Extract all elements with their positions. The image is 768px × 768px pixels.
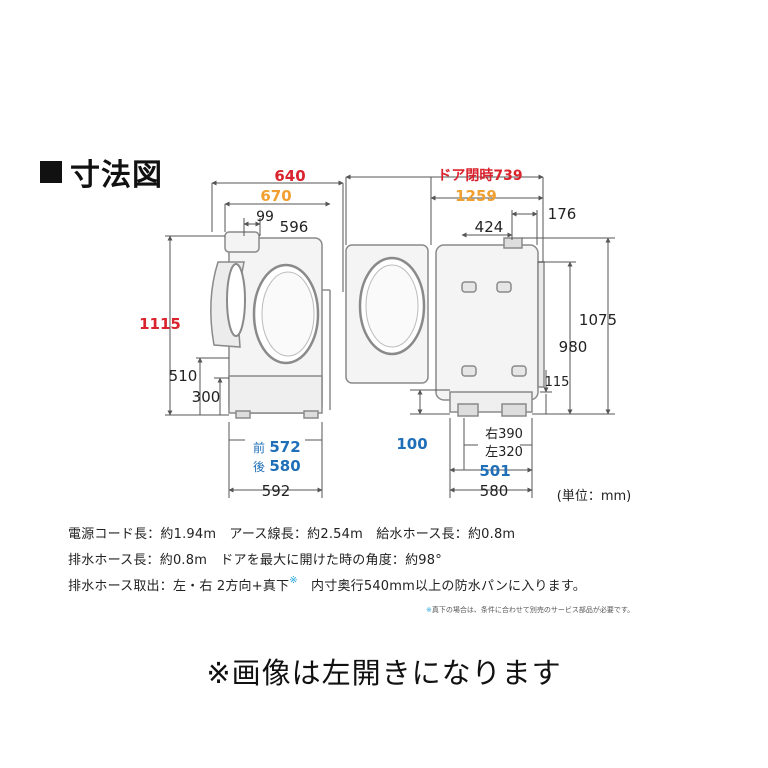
front-door-open [210,261,320,365]
dim-596: 596 [280,218,309,236]
left-opening-notice: ※画像は左開きになります [206,656,562,690]
front-foot-right [303,410,319,419]
dim-980: 980 [559,338,588,356]
side-back-panel [537,261,545,388]
spec-pan-text: 内寸奥行540mm以上の防水パンに入ります。 [297,579,586,594]
section-title: 寸法図 [40,150,163,194]
footnote: ※真下の場合は、条件に合わせて別売のサービス部品が必要です。 [426,605,634,615]
dim-1075: 1075 [579,311,617,329]
bullet-square-icon [40,161,62,183]
side-view-machine [435,237,545,417]
dim-580-front: 580 [269,457,300,475]
spec-line-drain-door: 排水ホース長：約0.8m ドアを最大に開けた時の角度：約98° [68,553,442,568]
dim-580-side: 580 [480,482,509,500]
side-vent-1 [461,281,477,293]
dimension-lines [165,174,615,498]
dim-front-label: 前 [253,440,265,455]
dim-100: 100 [396,435,427,453]
dim-1115: 1115 [139,315,181,333]
footnote-text: 真下の場合は、条件に合わせて別売のサービス部品が必要です。 [431,606,635,614]
spec-asterisk-mark: ※ [289,575,298,586]
dim-501: 501 [479,462,510,480]
side-view-front-face [345,244,429,384]
front-top-panel [224,231,260,253]
dim-door-closed-739: ドア閉時739 [437,167,522,184]
dim-424: 424 [475,218,504,236]
footnote-mark: ※ [426,606,432,614]
side-vent-2 [496,281,512,293]
door-glass [226,263,246,337]
side-door-inner [365,264,419,348]
dim-592: 592 [262,482,291,500]
dim-rear-label: 後 [253,460,265,474]
side-top-cap [503,237,523,249]
spec-line-drain-outlet: 排水ホース取出：左・右 2方向+真下※ 内寸奥行540mm以上の防水パンに入りま… [68,575,586,594]
dim-115: 115 [545,375,570,390]
title-text: 寸法図 [70,158,163,193]
side-vent-3 [461,365,477,377]
dim-left-320: 左320 [485,445,523,460]
spec-line-cords: 電源コード長：約1.94m アース線長：約2.54m 給水ホース長：約0.8m [68,527,516,542]
front-foot-left [235,410,251,419]
dim-670: 670 [260,187,291,205]
unit-label: (単位：mm) [557,488,631,504]
side-vent-4 [511,365,527,377]
dim-640: 640 [274,167,305,185]
side-foot-b [501,403,527,417]
front-base [228,375,323,414]
dim-572: 572 [269,438,300,456]
dim-99: 99 [256,209,274,225]
side-foot-a [457,403,479,417]
spec-drain-outlet-text: 排水ホース取出：左・右 2方向+真下 [68,579,290,594]
dim-1259: 1259 [455,187,497,205]
dim-right-390: 右390 [485,427,523,442]
drum-inner [261,271,315,357]
dim-300: 300 [192,388,221,406]
dim-176: 176 [548,205,577,223]
dim-510: 510 [169,367,198,385]
